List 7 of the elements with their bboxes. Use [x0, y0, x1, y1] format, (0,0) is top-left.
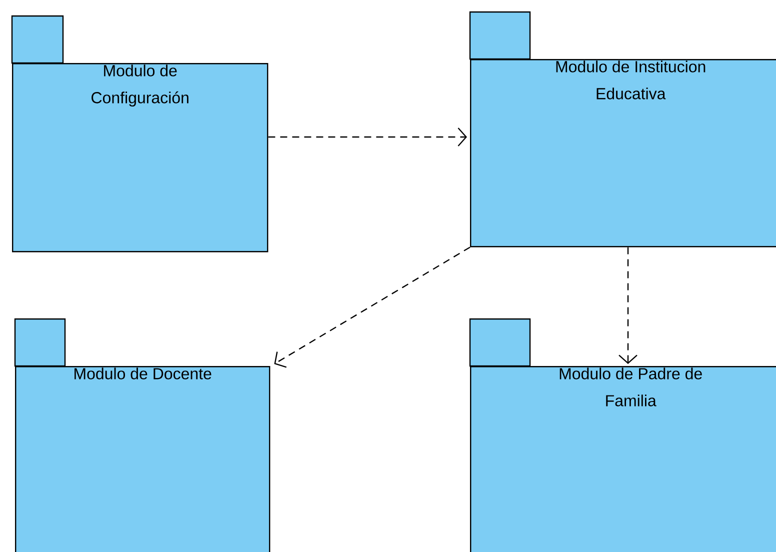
- package-box: Modulo de Institucion Educativa: [469, 11, 776, 248]
- dependency-arrow: [618, 247, 638, 364]
- dependency-arrow: [274, 246, 470, 368]
- package-box: Modulo de Docente: [14, 318, 270, 552]
- package-box: Modulo de Configuración: [11, 15, 268, 252]
- package-box: Modulo de Padre de Familia: [469, 318, 776, 552]
- dependency-arrow: [268, 128, 467, 146]
